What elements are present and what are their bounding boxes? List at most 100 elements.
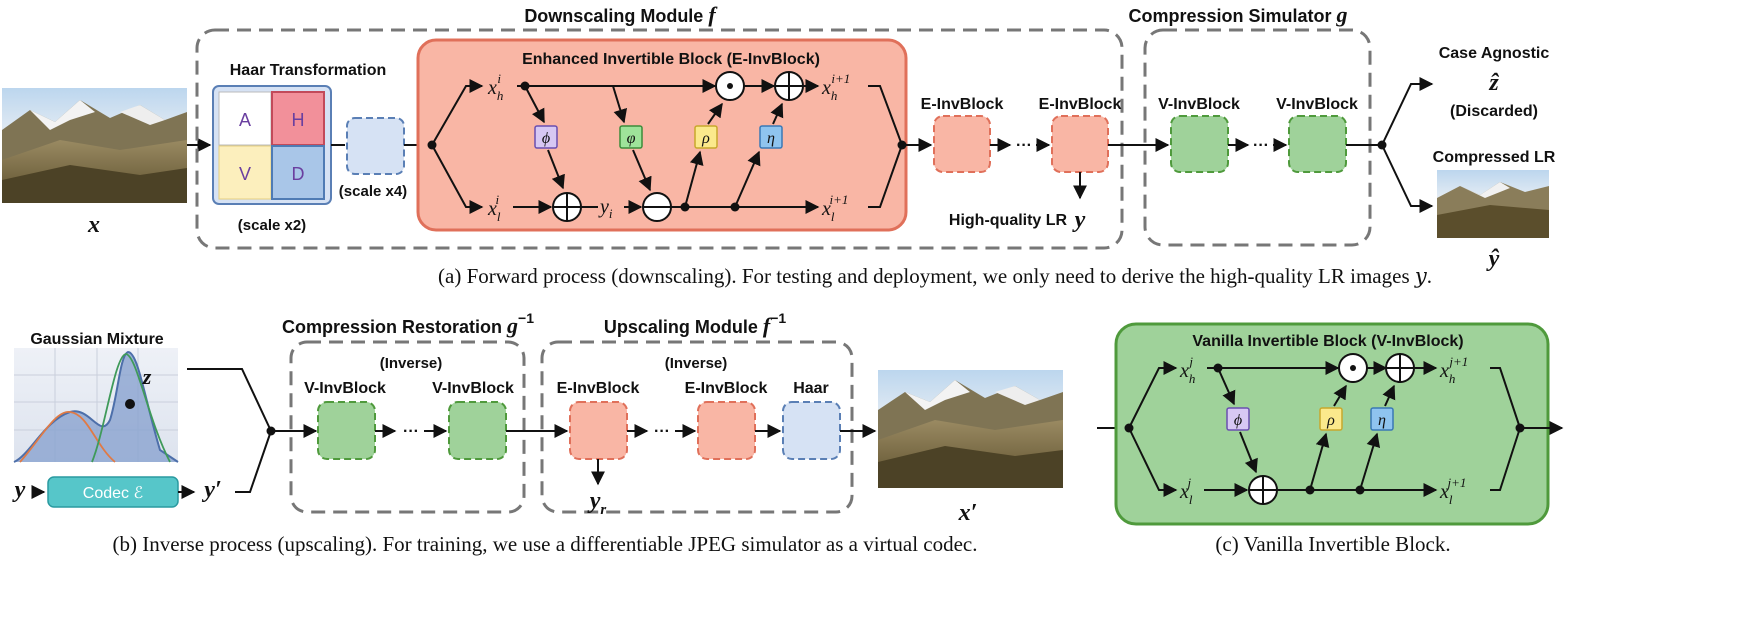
label-z: z	[142, 364, 152, 389]
panel-b: Gaussian Mixture z y Codec ℰ y′ Compress…	[12, 310, 1063, 556]
einv-label-b2: E-InvBlock	[685, 380, 768, 397]
inverse-label-2: (Inverse)	[665, 355, 728, 372]
compressed-lr-label: Compressed LR	[1433, 149, 1556, 166]
rho-block	[694, 125, 718, 149]
vinv-ellipsis: ···	[1253, 137, 1269, 154]
c-mult-dot	[1350, 365, 1356, 371]
c-merge-lower	[1490, 427, 1521, 491]
eta-block	[759, 125, 783, 149]
eta-to-add	[770, 102, 784, 125]
discarded-label: (Discarded)	[1450, 103, 1538, 120]
arrow-to-y-hat	[1381, 144, 1434, 213]
einv-label-1: E-InvBlock	[921, 96, 1004, 113]
einvblock-title: Enhanced Invertible Block (E-InvBlock)	[522, 51, 820, 68]
phi-block	[534, 125, 558, 149]
label-xh-i: xhi	[487, 71, 503, 103]
label-yi: yi	[598, 196, 613, 221]
varphi-to-sub	[632, 149, 652, 192]
upscaling-frame	[540, 340, 854, 514]
vinv-label-b1: V-InvBlock	[304, 380, 386, 397]
panel-a: x Downscaling Module f Haar Transformati…	[2, 2, 1556, 288]
restoration-frame	[289, 340, 526, 514]
haar-block-b	[782, 401, 841, 460]
label-xl-i: xli	[487, 192, 501, 224]
c-split-upper	[1128, 361, 1178, 429]
eta-label: η	[767, 130, 775, 147]
caption-a: (a) Forward process (downscaling). For t…	[438, 264, 1432, 288]
c-eta-label: η	[1378, 412, 1386, 429]
einv-block-b2	[697, 401, 756, 460]
merge-upper	[868, 85, 903, 146]
downscaling-module-frame	[195, 28, 1124, 250]
phi-label: ϕ	[542, 130, 550, 147]
label-z-hat: ẑ	[1488, 70, 1499, 96]
label-x-prime: x′	[958, 500, 978, 526]
einv-label-b1: E-InvBlock	[557, 380, 640, 397]
arrow-to-varphi	[612, 85, 628, 124]
label-xl-i1: xli+1	[821, 192, 848, 224]
caption-b: (b) Inverse process (upscaling). For tra…	[112, 532, 977, 556]
output-image-x-prime	[878, 370, 1063, 488]
scale-x2-label: (scale x2)	[238, 217, 306, 234]
scale-x4-feature	[346, 117, 405, 175]
haar-h: H	[292, 110, 305, 130]
c-phi-label: ϕ	[1234, 412, 1242, 429]
gaussian-mixture-title: Gaussian Mixture	[30, 331, 163, 348]
input-image-x	[2, 88, 187, 203]
mult-dot	[727, 83, 733, 89]
case-agnostic-label: Case Agnostic	[1439, 45, 1550, 62]
label-x: x	[87, 212, 100, 238]
label-y-hat: ŷ	[1486, 246, 1500, 272]
downscaling-module-title: Downscaling Module f	[524, 2, 718, 27]
vinv-block-1	[1170, 115, 1229, 173]
c-phi-to-add	[1239, 431, 1258, 474]
c-eta-to-add	[1382, 384, 1396, 407]
c-arrow-to-phi	[1217, 367, 1236, 406]
merge-yprime-line	[235, 430, 272, 493]
merge-lower	[868, 144, 903, 208]
rho-to-mult	[707, 102, 723, 125]
haar-cell-d	[271, 145, 325, 200]
haar-title: Haar Transformation	[230, 62, 386, 79]
arrow-to-phi	[524, 85, 545, 124]
vinv-label-b2: V-InvBlock	[432, 380, 514, 397]
label-xl-j: xlj	[1179, 475, 1193, 507]
phi-to-add	[547, 149, 565, 190]
einv-block-small-1	[933, 115, 991, 173]
varphi-block	[619, 125, 643, 149]
einv-b-ellipsis: ···	[654, 423, 670, 440]
c-merge-upper	[1490, 367, 1521, 429]
einv-block-b1	[569, 401, 628, 460]
c-rho-to-mult	[1333, 384, 1347, 407]
c-rho-label: ρ	[1326, 412, 1335, 429]
label-xh-j1: xhj+1	[1439, 354, 1468, 386]
split-lower	[431, 144, 484, 214]
vinv-block-2	[1288, 115, 1347, 173]
c-arrow-to-eta	[1359, 432, 1381, 491]
label-y-prime: y′	[201, 477, 221, 503]
haar-label-b: Haar	[793, 380, 829, 397]
varphi-label: φ	[627, 130, 636, 147]
vinv-label-1: V-InvBlock	[1158, 96, 1240, 113]
vinv-block-b1	[317, 401, 376, 460]
panel-c: Vanilla Invertible Block (V-InvBlock) xh…	[1097, 322, 1564, 556]
einv-block-small-2	[1051, 115, 1109, 173]
compression-simulator-frame	[1143, 28, 1372, 247]
haar-a: A	[239, 110, 251, 130]
vinvblock-title: Vanilla Invertible Block (V-InvBlock)	[1192, 333, 1463, 350]
haar-v: V	[239, 164, 251, 184]
inverse-label-1: (Inverse)	[380, 355, 443, 372]
hq-lr-label: High-quality LR	[949, 212, 1068, 229]
upscaling-title: Upscaling Module f−1	[604, 310, 787, 338]
arrow-to-z-hat	[1381, 77, 1434, 146]
haar-d: D	[292, 164, 305, 184]
arrow-to-rho	[684, 150, 704, 208]
rho-label: ρ	[701, 130, 710, 147]
label-y: y	[1072, 207, 1086, 233]
compressed-lr-image	[1437, 170, 1549, 238]
label-y-in: y	[12, 477, 26, 503]
restoration-title: Compression Restoration g−1	[282, 310, 534, 338]
c-phi-block	[1226, 407, 1250, 431]
arrow-to-eta	[734, 150, 761, 208]
